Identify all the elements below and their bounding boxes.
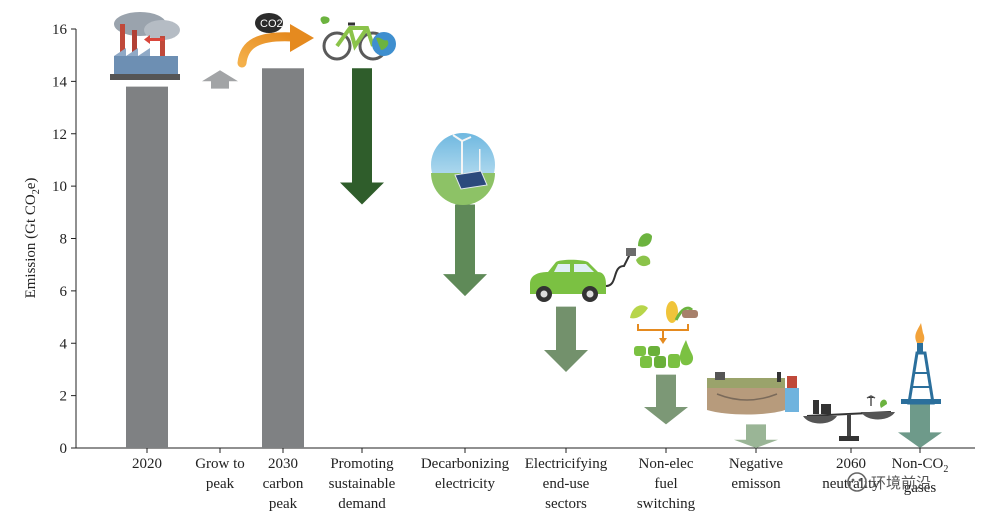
x-category-label: 2020 [132, 456, 162, 472]
watermark: 环境前沿 [847, 472, 931, 492]
y-tick-label: 8 [60, 232, 68, 248]
decrease-arrow [644, 374, 688, 425]
y-tick-label: 4 [60, 336, 68, 352]
y-axis: 0 2 4 6 8 10 12 14 16 Emission (Gt CO2e) [23, 22, 77, 457]
svg-text:CO2: CO2 [260, 18, 283, 30]
decrease-arrow [734, 424, 778, 448]
y-tick-label: 10 [52, 179, 67, 195]
decrease-arrow [898, 403, 942, 448]
y-axis-label: Emission (Gt CO2e) [23, 178, 42, 299]
y-tick-label: 6 [60, 284, 68, 300]
curved-arrow-icon [237, 24, 314, 68]
y-ticks: 0 2 4 6 8 10 12 14 16 [52, 22, 76, 457]
y-tick-label: 2 [60, 389, 68, 405]
factory-icon [110, 12, 180, 80]
y-tick-label: 14 [52, 74, 68, 90]
increase-arrow [202, 70, 238, 89]
wind-solar-icon [431, 133, 495, 205]
balance-scale-icon [803, 395, 895, 441]
co2-badge: CO2 [255, 13, 283, 33]
electric-car-icon [530, 233, 652, 302]
bicycle-globe-icon [320, 16, 396, 61]
total-bar [126, 86, 168, 449]
negative-emission-icon [707, 372, 799, 415]
y-tick-label: 16 [52, 22, 68, 38]
decrease-arrow [443, 204, 487, 297]
waterfall-marks [126, 68, 942, 449]
x-ticks [146, 448, 921, 453]
decrease-arrow [340, 68, 384, 205]
decrease-arrow [544, 306, 588, 373]
y-tick-label: 0 [60, 441, 68, 457]
y-tick-label: 12 [52, 127, 67, 143]
biofuel-icon [630, 301, 698, 368]
gas-flare-icon [901, 323, 941, 405]
watermark-text: 环境前沿 [871, 474, 931, 492]
total-bar [262, 68, 304, 448]
